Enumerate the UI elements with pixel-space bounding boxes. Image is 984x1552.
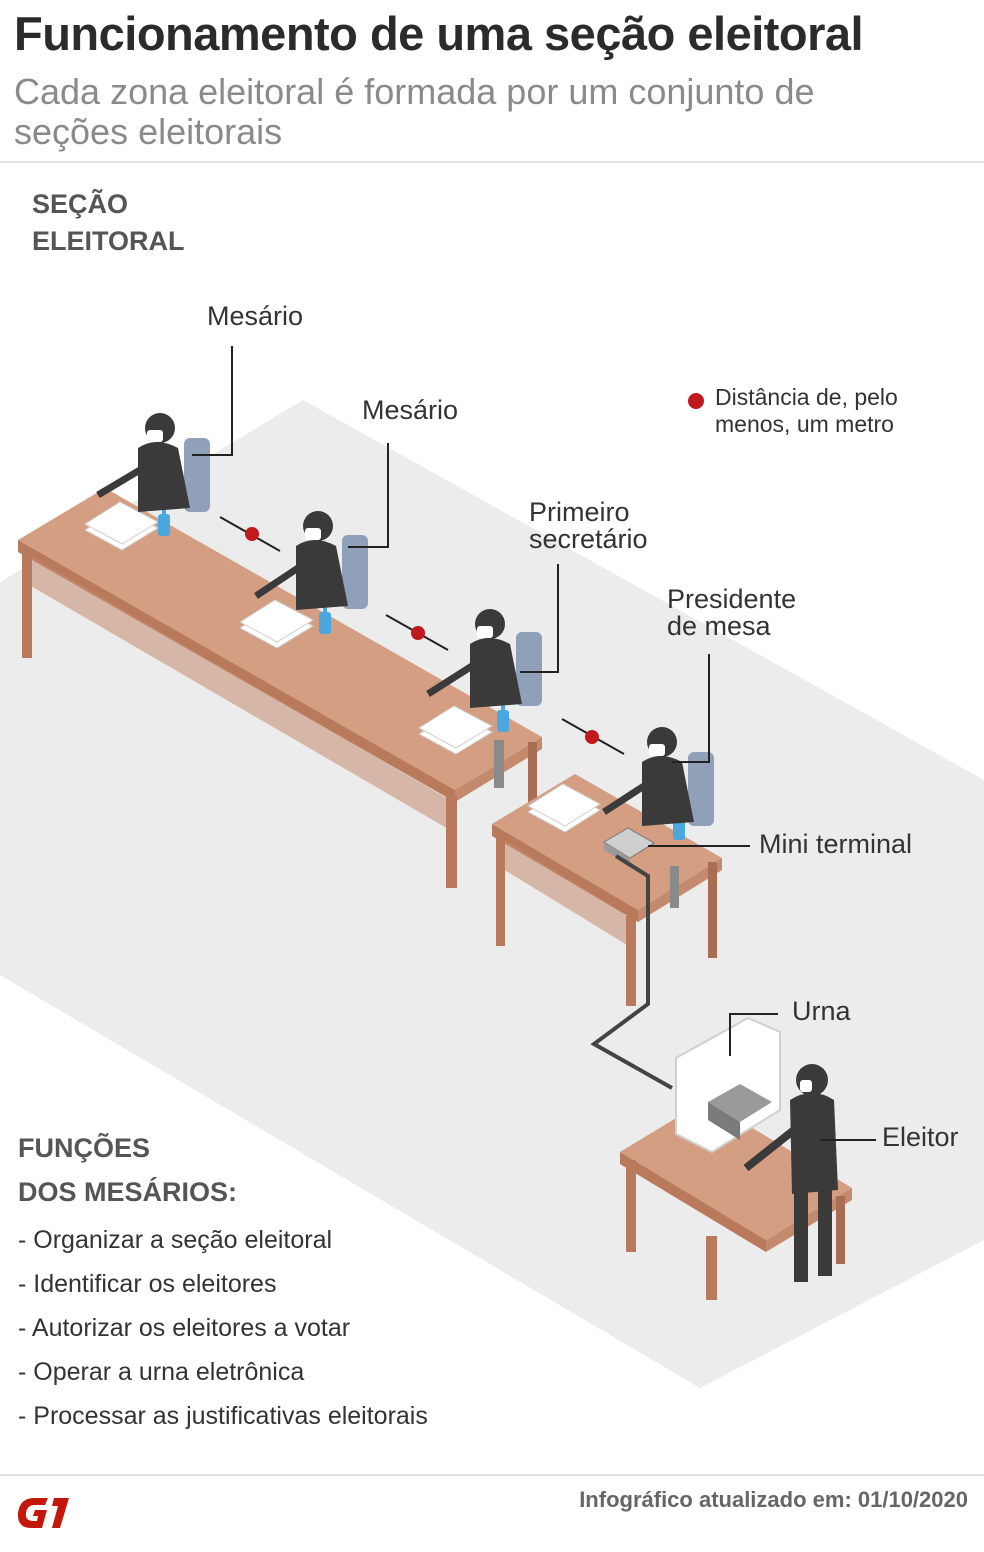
function-item: - Operar a urna eletrônica	[18, 1358, 305, 1386]
g1-logo	[17, 1498, 69, 1528]
legend-text: Distância de, pelo menos, um metro	[715, 384, 898, 438]
label-mini-terminal: Mini terminal	[759, 829, 913, 859]
functions-title-line1: FUNÇÕES	[18, 1133, 151, 1163]
section-label: SEÇÃO ELEITORAL	[32, 186, 185, 260]
sanitizer-bottles	[158, 506, 685, 840]
label-eleitor: Eleitor	[882, 1122, 959, 1152]
function-item: - Identificar os eleitores	[18, 1270, 277, 1298]
functions-title-line2: DOS MESÁRIOS:	[18, 1177, 238, 1207]
mesario-1-figure	[96, 413, 210, 512]
function-item: - Processar as justificativas eleitorais	[18, 1402, 428, 1430]
functions-panel: FUNÇÕES DOS MESÁRIOS: - Organizar a seçã…	[18, 1126, 428, 1438]
function-item: - Organizar a seção eleitoral	[18, 1226, 333, 1254]
function-item: - Autorizar os eleitores a votar	[18, 1314, 351, 1342]
update-credit: Infográfico atualizado em: 01/10/2020	[579, 1487, 968, 1512]
page-subtitle: Cada zona eleitoral é formada por um con…	[14, 71, 815, 152]
legend-line2: menos, um metro	[715, 411, 894, 437]
label-mesario-2: Mesário	[362, 395, 459, 425]
label-urna: Urna	[792, 996, 851, 1026]
presidente-figure	[602, 727, 714, 908]
distance-markers	[219, 516, 625, 755]
page-title: Funcionamento de uma seção eleitoral	[14, 7, 864, 60]
section-label-line2: ELEITORAL	[32, 226, 185, 256]
label-presidente-line2: de mesa	[667, 611, 771, 641]
label-presidente-line1: Presidente	[667, 584, 797, 614]
primeiro-secretario-figure	[426, 609, 542, 788]
mesario-2-figure	[254, 511, 368, 610]
voter-figure	[743, 1064, 838, 1282]
label-primeiro-secretario-line1: Primeiro	[529, 497, 630, 527]
footer-divider	[0, 1474, 984, 1476]
polling-station-illustration	[0, 346, 984, 1388]
voting-booth	[675, 1016, 781, 1154]
terminal-cable	[590, 854, 673, 1090]
leader-lines	[192, 346, 876, 1141]
papers	[84, 501, 601, 833]
header-divider	[0, 161, 984, 163]
label-primeiro-secretario-line2: secretário	[529, 524, 648, 554]
functions-list: - Organizar a seção eleitoral - Identifi…	[18, 1218, 428, 1438]
red-dot-icon	[688, 393, 704, 409]
section-label-line1: SEÇÃO	[32, 189, 129, 219]
legend-line1: Distância de, pelo	[715, 384, 898, 410]
label-mesario-1: Mesário	[207, 301, 304, 331]
